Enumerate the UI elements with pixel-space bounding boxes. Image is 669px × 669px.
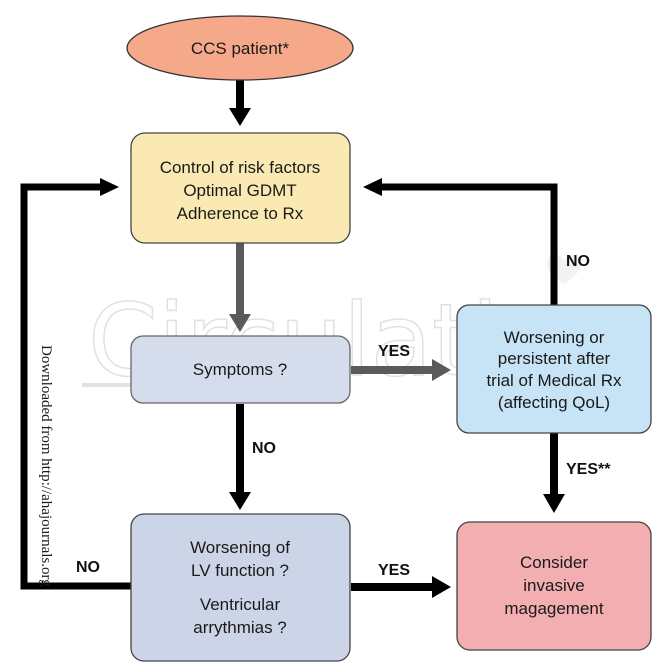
arrow-start-to-control [229, 80, 251, 126]
edge-label-lv-yes: YES [378, 562, 410, 579]
arrow-lv-no-loop [20, 183, 131, 590]
worsening-node: Worsening or persistent after trial of M… [456, 304, 652, 434]
control-line-2: Optimal GDMT [183, 181, 296, 200]
arrow-control-to-symptoms [229, 243, 251, 332]
consider-line-3: magagement [504, 599, 604, 618]
arrow-lv-to-consider [351, 576, 451, 598]
start-node: CCS patient* [126, 15, 354, 81]
connectors [20, 80, 565, 598]
worsening-line-4: (affecting QoL) [498, 393, 610, 412]
symptoms-label: Symptoms ? [193, 360, 287, 379]
start-node-label: CCS patient* [191, 39, 290, 58]
consider-node: Consider invasive magagement [456, 521, 652, 651]
lv-line-1: Worsening of [190, 538, 290, 557]
edge-label-worsening-no: NO [566, 253, 590, 270]
worsening-line-1: Worsening or [504, 328, 605, 347]
edge-label-lv-no: NO [76, 559, 100, 576]
worsening-line-2: persistent after [498, 349, 611, 368]
edge-label-symptoms-yes: YES [378, 343, 410, 360]
consider-line-1: Consider [520, 553, 588, 572]
control-line-3: Adherence to Rx [177, 204, 304, 223]
symptoms-node: Symptoms ? [130, 335, 351, 404]
control-line-1: Control of risk factors [160, 158, 321, 177]
edge-label-symptoms-no: NO [252, 440, 276, 457]
arrow-symptoms-to-worsening [351, 359, 451, 381]
download-note: Downloaded from http://ahajournals.org [38, 345, 54, 587]
edge-label-worsening-yes: YES** [566, 461, 611, 478]
lv-line-4: arrythmias ? [193, 618, 287, 637]
lv-line-2: LV function ? [191, 561, 289, 580]
arrow-worsening-no-loop [380, 183, 558, 305]
lv-node: Worsening of LV function ? Ventricular a… [130, 513, 351, 662]
lv-line-3: Ventricular [200, 595, 281, 614]
arrow-worsening-to-consider [543, 433, 565, 513]
arrow-symptoms-to-lv [229, 404, 251, 510]
consider-line-2: invasive [523, 576, 584, 595]
worsening-line-3: trial of Medical Rx [486, 371, 622, 390]
control-node: Control of risk factors Optimal GDMT Adh… [130, 132, 351, 244]
